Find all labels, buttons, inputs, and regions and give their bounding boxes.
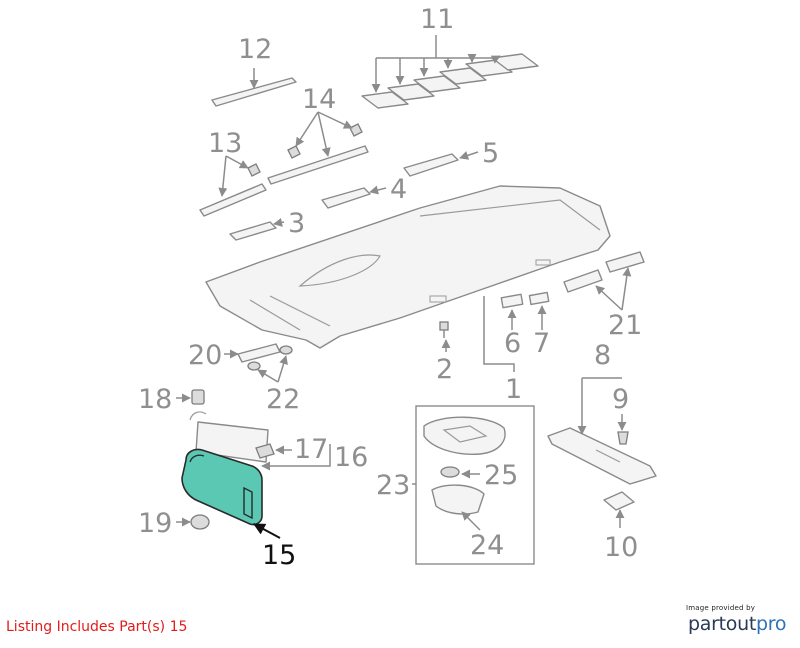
part-6 <box>500 293 524 309</box>
part-7 <box>528 291 550 306</box>
callout-23: 23 <box>376 470 410 501</box>
brand-logo: partoutpro <box>688 613 786 635</box>
part-12-rail <box>211 77 297 107</box>
callout-18: 18 <box>138 384 172 415</box>
callout-9: 9 <box>612 384 629 415</box>
leader-24 <box>461 511 481 531</box>
part-24-lens <box>431 484 485 515</box>
part-4-bracket <box>321 187 371 209</box>
callout-6: 6 <box>504 328 521 359</box>
headliner <box>205 185 611 349</box>
callout-16: 16 <box>334 442 368 473</box>
callout-1: 1 <box>505 374 522 405</box>
callout-13: 13 <box>208 128 242 159</box>
part-23-lamp-housing <box>423 416 506 455</box>
callout-19: 19 <box>138 508 172 539</box>
part-23-box <box>415 405 535 565</box>
callout-2: 2 <box>436 354 453 385</box>
leader-15 <box>252 523 281 539</box>
part-20-22 <box>237 343 293 371</box>
callout-14: 14 <box>302 84 336 115</box>
callout-11: 11 <box>420 4 454 35</box>
part-17-holder <box>255 443 275 459</box>
leader-3 <box>273 217 285 227</box>
brand-accent: pro <box>755 613 787 635</box>
callout-12: 12 <box>238 34 272 65</box>
part-11-panels <box>361 53 539 109</box>
callout-3: 3 <box>288 208 305 239</box>
part-13 <box>199 163 267 217</box>
part-11-leaders <box>371 35 501 93</box>
leader-13 <box>218 155 249 197</box>
part-8-console <box>547 427 657 485</box>
part-10 <box>603 491 635 511</box>
leader-16 <box>261 444 331 471</box>
brand-main: partout <box>688 613 756 635</box>
leader-5 <box>459 151 479 160</box>
callout-8: 8 <box>594 340 611 371</box>
part-5-bracket <box>403 153 459 177</box>
part-15-sun-visor <box>181 448 263 526</box>
callout-20: 20 <box>188 340 222 371</box>
leader-21 <box>595 267 632 311</box>
part-18 <box>191 389 205 405</box>
part-19 <box>190 514 210 530</box>
part-3-bracket <box>229 221 277 241</box>
part-2-clip <box>439 321 449 338</box>
callout-25: 25 <box>484 460 518 491</box>
leader-14 <box>295 111 353 157</box>
listing-includes-text: Listing Includes Part(s) 15 <box>6 619 188 635</box>
image-credit-text: Image provided by <box>686 604 756 612</box>
callout-7: 7 <box>533 328 550 359</box>
callout-17: 17 <box>294 434 328 465</box>
leader-22 <box>257 355 288 383</box>
callout-5: 5 <box>482 138 499 169</box>
callout-4: 4 <box>390 174 407 205</box>
part-25 <box>440 466 460 478</box>
callout-10: 10 <box>604 532 638 563</box>
part-9-clip <box>617 431 629 445</box>
callout-21: 21 <box>608 310 642 341</box>
leader-1 <box>483 296 515 372</box>
callout-15: 15 <box>262 540 296 571</box>
part-21-handles <box>563 251 645 293</box>
callout-24: 24 <box>470 530 504 561</box>
part-14 <box>267 123 369 185</box>
callout-22: 22 <box>266 384 300 415</box>
leader-4 <box>369 185 387 195</box>
